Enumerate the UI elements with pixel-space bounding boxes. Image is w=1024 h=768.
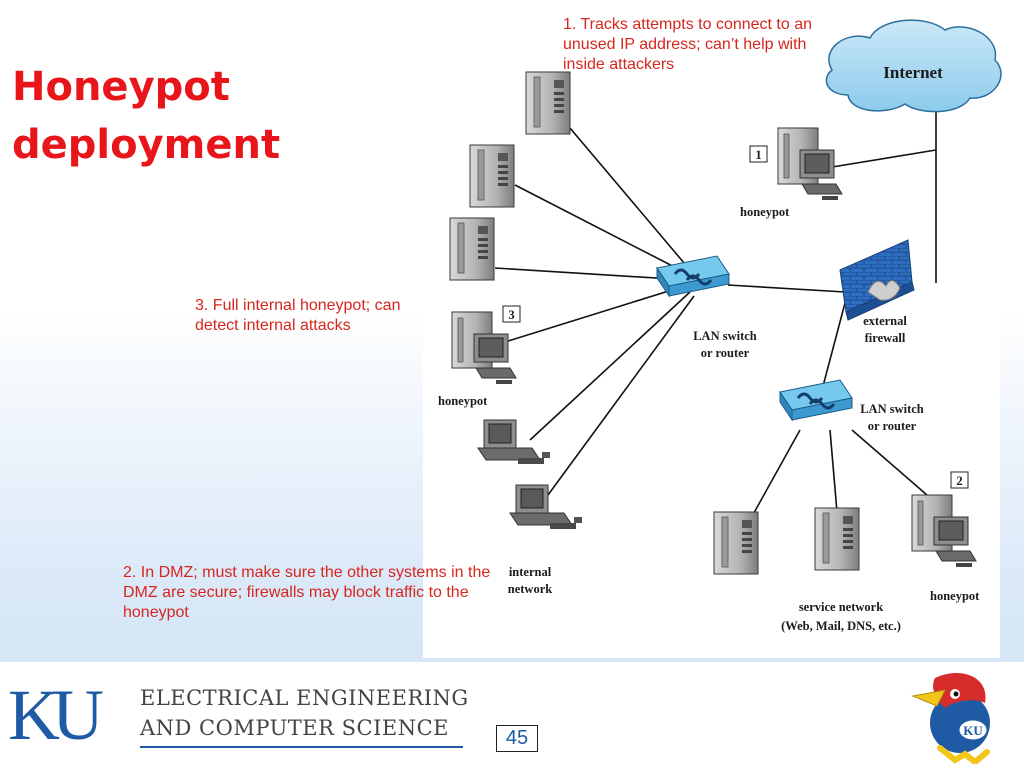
footer-bar [0,662,1024,768]
lan-switch-2-label-1: LAN switch [860,402,924,416]
honeypot-2-label: honeypot [930,589,980,603]
internet-cloud: Internet [825,19,1002,113]
honeypot-2-tag: 2 [956,474,962,488]
honeypot-1-label: honeypot [740,205,790,219]
annotation-1: 1. Tracks attempts to connect to an unus… [563,16,813,73]
firewall-label-2: firewall [865,331,906,345]
department-line-1: ELECTRICAL ENGINEERING [140,686,469,710]
honeypot-3-label: honeypot [438,394,488,408]
slide-title: Honeypot deployment [12,58,280,174]
honeypot-2-tag-box [950,471,969,489]
internal-network-label-2: network [508,582,552,596]
firewall-icon [839,239,915,321]
title-line-1: Honeypot [12,64,230,110]
honeypot-3-tag-box [502,305,521,323]
server-icon [449,217,495,281]
internal-network-label-1: internal [509,565,552,579]
ku-logo: KU [8,675,104,755]
server-icon [814,507,860,571]
firewall-label-1: external [863,314,907,328]
honeypot-1-tag-box [749,145,768,163]
jayhawk-mascot-icon: KU [911,672,990,764]
server-icon [469,144,515,208]
annotation-2: 2. In DMZ; must make sure the other syst… [123,564,491,621]
title-line-2: deployment [12,122,281,168]
connection-lines [494,101,937,521]
department-line-2: AND COMPUTER SCIENCE [140,716,449,740]
page-number: 45 [496,725,538,752]
internet-label: Internet [883,63,943,82]
svg-text:KU: KU [963,723,983,738]
honeypot-1-tag: 1 [755,148,761,162]
lan-switch-1-label-1: LAN switch [693,329,757,343]
lan-switch-2-label-2: or router [868,419,917,433]
honeypot-3-tag: 3 [508,308,514,322]
department-rule [140,746,463,748]
service-network-label-2: (Web, Mail, DNS, etc.) [781,619,901,633]
server-icon [713,511,759,575]
annotation-3: 3. Full internal honeypot; can detect in… [195,297,401,334]
service-network-label-1: service network [799,600,883,614]
server-icon [525,71,571,135]
lan-switch-1-label-2: or router [701,346,750,360]
